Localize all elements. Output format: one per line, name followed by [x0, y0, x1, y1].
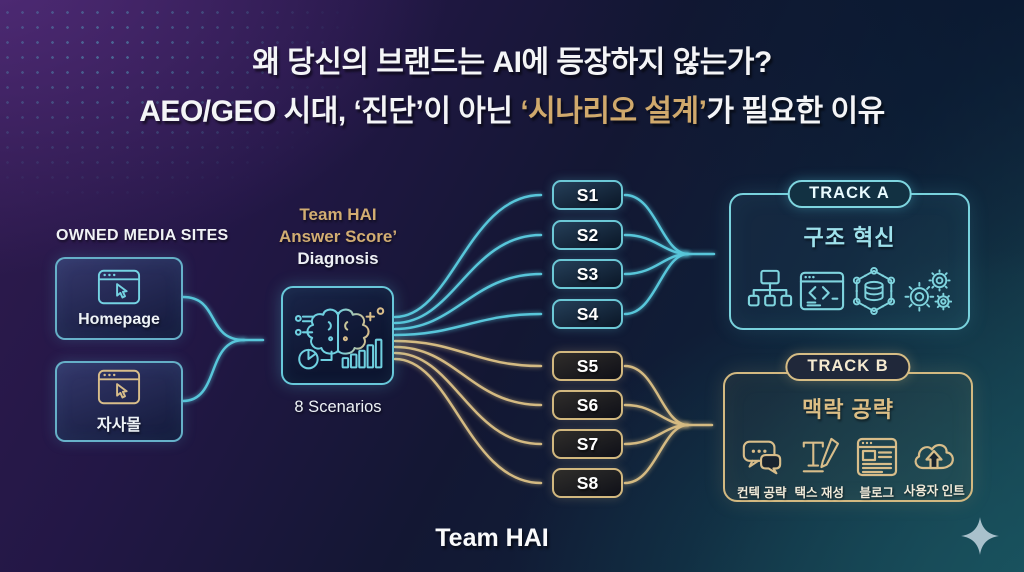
track-b-item-user-intent: 사용자 인트	[903, 437, 965, 499]
brand-footer: Team HAI	[435, 524, 549, 552]
chat-bubbles-icon	[742, 440, 781, 475]
diagnosis-title-line1: Team HAI	[299, 205, 377, 224]
track-a-title: 구조 혁신	[803, 225, 896, 250]
track-b-item-label: 택스 재성	[794, 486, 844, 500]
homepage-label: Homepage	[78, 311, 160, 328]
scenario-box-s3: S3	[552, 259, 623, 289]
browser-cursor-icon	[97, 269, 141, 305]
brain-analytics-icon	[294, 306, 384, 369]
track-a-icons	[731, 267, 968, 315]
title-highlight: ‘시나리오 설계’	[520, 95, 707, 128]
scenario-box-s8: S8	[552, 468, 623, 498]
track-b-item-rewrite: 택스 재성	[791, 437, 849, 501]
scenario-box-s5: S5	[552, 351, 623, 381]
page-title: 왜 당신의 브랜드는 AI에 등장하지 않는가? AEO/GEO 시대, ‘진단…	[0, 38, 1024, 136]
blog-page-icon	[856, 437, 897, 477]
track-b-item-label: 사용자 인트	[903, 484, 965, 498]
diagnosis-title: Team HAI Answer Score’ Diagnosis	[258, 204, 418, 270]
track-b-item-label: 컨텍 공략	[737, 486, 787, 500]
scenario-box-s2: S2	[552, 220, 623, 250]
scenario-box-s6: S6	[552, 390, 623, 420]
scenarios-caption: 8 Scenarios	[294, 398, 382, 416]
browser-cursor-icon	[97, 369, 141, 405]
sparkle-icon	[961, 517, 999, 555]
merge-lines-scenarios-to-track-a	[623, 193, 716, 316]
track-b-item-blog: 블로그	[848, 437, 906, 501]
track-b-item-label: 블로그	[859, 486, 894, 500]
title-line-2: AEO/GEO 시대, ‘진단’이 아닌 ‘시나리오 설계’가 필요한 이유	[139, 95, 885, 128]
data-network-icon	[853, 267, 896, 315]
scenario-box-s4: S4	[552, 299, 623, 329]
owned-media-heading: OWNED MEDIA SITES	[56, 227, 229, 244]
diagnosis-title-line3: Diagnosis	[297, 249, 379, 268]
homepage-card: Homepage	[55, 257, 183, 340]
merge-lines-scenarios-to-track-b	[623, 364, 714, 485]
track-a-card: TRACK A 구조 혁신	[729, 180, 970, 330]
track-b-title: 맥락 공략	[801, 397, 895, 422]
sitemap-icon	[747, 269, 793, 307]
scenario-box-s1: S1	[552, 180, 623, 210]
code-window-icon	[799, 271, 844, 311]
track-b-card: TRACK B 맥락 공략 컨텍 공략 택스 재성	[723, 353, 973, 502]
title-line-1: 왜 당신의 브랜드는 AI에 등장하지 않는가?	[252, 46, 772, 79]
gears-icon	[904, 269, 952, 312]
mall-card: 자사몰	[55, 361, 183, 442]
track-a-badge: TRACK A	[787, 180, 912, 208]
merge-lines-owned-to-diagnosis	[181, 295, 265, 403]
track-b-item-contact: 컨텍 공략	[733, 437, 791, 501]
track-b-items: 컨텍 공략 택스 재성 블로그	[725, 437, 971, 501]
track-b-badge: TRACK B	[785, 353, 911, 381]
fanout-lines-diagnosis-to-scenarios	[393, 193, 543, 485]
scenario-box-s7: S7	[552, 429, 623, 459]
mall-label: 자사몰	[96, 417, 142, 434]
text-edit-icon	[802, 437, 840, 473]
cloud-upload-icon	[914, 443, 955, 470]
diagnosis-card	[281, 286, 394, 385]
diagnosis-title-line2: Answer Score’	[278, 227, 398, 246]
